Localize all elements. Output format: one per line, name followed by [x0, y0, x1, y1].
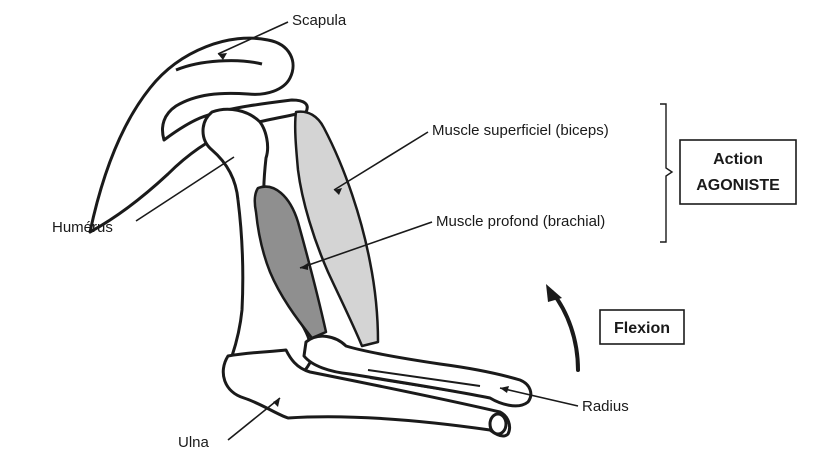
leader-arrowheads — [218, 53, 509, 407]
action-box-line1: Action — [713, 151, 763, 168]
brachial-leader — [299, 221, 433, 269]
action-agoniste-box: Action AGONISTE — [679, 139, 797, 205]
label-brachial: Muscle profond (brachial) — [436, 213, 605, 230]
muscle-group-bracket — [660, 103, 674, 243]
radius-bone — [302, 334, 533, 408]
flexion-arrow-icon — [546, 284, 580, 372]
label-scapula: Scapula — [292, 12, 347, 29]
flexion-box-label: Flexion — [614, 320, 670, 337]
label-biceps: Muscle superficiel (biceps) — [432, 122, 609, 139]
humerus-leader — [135, 156, 235, 222]
ulna-arrowhead — [273, 398, 280, 407]
action-box-line2: AGONISTE — [696, 177, 780, 194]
biceps-leader — [333, 131, 429, 191]
scapula-leader — [217, 21, 289, 55]
leader-lines — [135, 21, 579, 441]
radius-arrowhead — [500, 386, 509, 393]
biceps-arrowhead — [334, 188, 342, 195]
ulna-bone — [221, 348, 512, 438]
brachial-muscle — [253, 185, 328, 340]
ulna-leader — [227, 397, 281, 441]
biceps-muscle — [293, 110, 380, 348]
label-humerus: Humérus — [52, 219, 113, 236]
flexion-box: Flexion — [599, 309, 685, 345]
label-ulna: Ulna — [178, 434, 210, 451]
radius-leader — [499, 387, 579, 407]
scapula-arrowhead — [218, 53, 227, 60]
label-radius: Radius — [582, 398, 629, 415]
brachial-arrowhead — [300, 263, 308, 270]
